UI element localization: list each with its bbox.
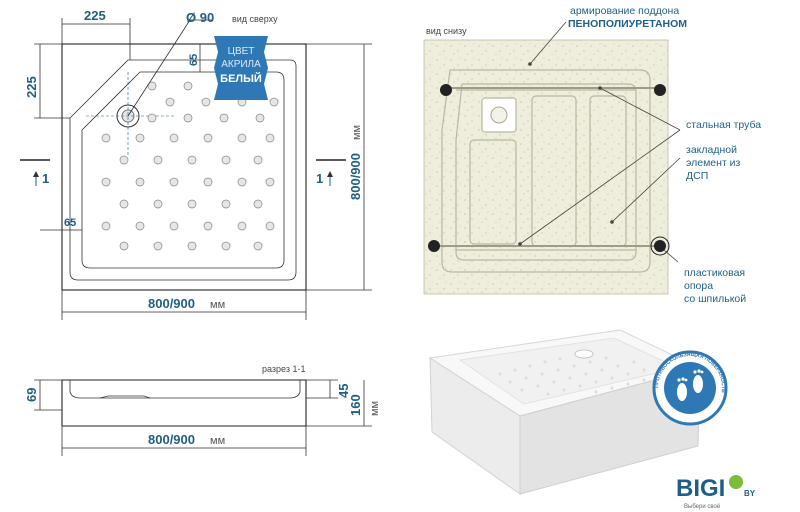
note-reinforcement-2: ПЕНОПОЛИУРЕТАНОМ bbox=[568, 18, 687, 30]
note-embedded-1: закладной bbox=[686, 144, 737, 156]
badge-line-2: АКРИЛА bbox=[221, 59, 261, 70]
note-support-2: опора bbox=[684, 280, 713, 292]
top-view-title: вид сверху bbox=[232, 14, 278, 24]
support-foot bbox=[654, 240, 666, 252]
dim-225-vertical: 225 bbox=[24, 76, 39, 98]
depth-unit: мм bbox=[351, 125, 363, 140]
dim-65-side: 65 bbox=[64, 217, 76, 229]
bottom-view: вид снизу bbox=[423, 5, 761, 305]
anti-slip-seal: ПРОТИВОСКОЛЬЗЯЩАЯ ПОВЕРХНОСТЬ bbox=[652, 350, 728, 426]
product-photo bbox=[428, 329, 702, 495]
tray-rim bbox=[69, 59, 297, 281]
acrylic-color-badge: ЦВЕТ АКРИЛА БЕЛЫЙ bbox=[214, 36, 268, 100]
tray-basin bbox=[81, 71, 285, 269]
dim-160: 160 bbox=[348, 394, 363, 416]
anti-slip-dots bbox=[101, 81, 279, 251]
note-reinforcement-1: армирование поддона bbox=[570, 5, 679, 17]
width-value: 800/900 bbox=[148, 296, 195, 311]
brand-tagline: Выбери своё bbox=[684, 504, 721, 510]
note-support-1: пластиковая bbox=[684, 267, 745, 279]
brand-suffix: BY bbox=[744, 489, 756, 498]
bottom-view-title: вид снизу bbox=[426, 26, 467, 36]
section-title: разрез 1-1 bbox=[262, 364, 305, 374]
badge-line-3: БЕЛЫЙ bbox=[220, 72, 262, 85]
width-unit: мм bbox=[210, 299, 225, 311]
dim-45: 45 bbox=[336, 384, 351, 398]
section-view: разрез 1-1 69 45 160 мм 800/900 мм bbox=[24, 364, 381, 456]
note-embedded-3: ДСП bbox=[686, 170, 708, 182]
note-embedded-2: элемент из bbox=[686, 157, 741, 169]
support-foot bbox=[654, 84, 666, 96]
brand-name: BIGI bbox=[676, 475, 725, 502]
depth-value: 800/900 bbox=[348, 153, 363, 200]
tray-outline bbox=[61, 43, 307, 291]
section-marker-right: 1 bbox=[316, 171, 323, 186]
dim-160-unit: мм bbox=[369, 401, 381, 416]
note-steel-pipe: стальная труба bbox=[686, 119, 761, 131]
section-width-unit: мм bbox=[210, 435, 225, 447]
footprints-icon bbox=[677, 369, 704, 401]
dim-69: 69 bbox=[24, 388, 39, 402]
top-view: вид сверху 225 bbox=[20, 8, 372, 320]
badge-line-1: ЦВЕТ bbox=[228, 46, 255, 57]
dim-225-horizontal: 225 bbox=[84, 8, 106, 23]
support-foot bbox=[428, 240, 440, 252]
section-marker-left: 1 bbox=[42, 171, 49, 186]
brand-logo: BIGI BY Выбери своё bbox=[676, 475, 756, 510]
bottom-panel bbox=[423, 39, 669, 295]
section-width-value: 800/900 bbox=[148, 432, 195, 447]
support-foot bbox=[440, 84, 452, 96]
dim-65-top: 65 bbox=[188, 54, 200, 66]
note-support-3: со шпилькой bbox=[684, 293, 746, 305]
dim-diameter: Ø 90 bbox=[186, 10, 214, 25]
